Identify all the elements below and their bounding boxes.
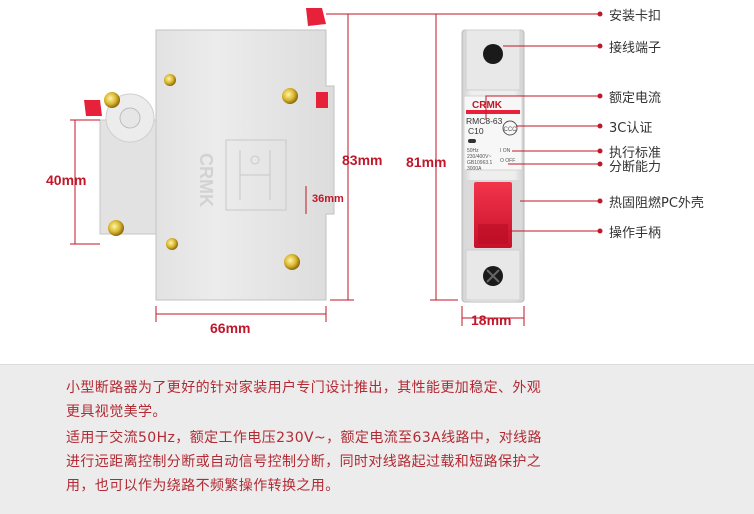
dim-height-total: 83mm (342, 152, 383, 168)
terminal-screw-top-icon (483, 44, 503, 64)
ccc-cert-icon (502, 120, 518, 136)
side-clip-right-icon (316, 92, 328, 108)
dim-depth-step: 36mm (312, 193, 344, 205)
dim-width-front: 18mm (471, 312, 512, 328)
svg-text:CCC: CCC (504, 127, 518, 133)
description-line: 小型断路器为了更好的针对家装用户专门设计推出，其性能更加稳定、外观 (66, 380, 542, 396)
spec-line-3: GB10963.1 (467, 160, 493, 166)
breaker-illustration: CRMK CRMK RMC8-63 C10 CCC 50Hz 230/400V~ (70, 8, 603, 326)
callout-leaders (326, 11, 603, 234)
front-view: CRMK RMC8-63 C10 CCC 50Hz 230/400V~ GB10… (461, 29, 525, 303)
description-panel: 小型断路器为了更好的针对家装用户专门设计推出，其性能更加稳定、外观 更具视觉美学… (0, 364, 754, 514)
side-view: CRMK (84, 8, 335, 301)
front-brand-logo: CRMK (472, 100, 503, 111)
indicator-window-icon (468, 139, 476, 143)
callout-standard: 执行标准 (609, 146, 662, 161)
spec-line-2: 230/400V~ (467, 154, 491, 160)
callout-breaking-capacity: 分断能力 (609, 160, 662, 175)
callout-mounting-clip: 安装卡扣 (609, 9, 662, 24)
spec-line-1: 50Hz (467, 148, 479, 154)
callout-rated-current: 额定电流 (609, 91, 662, 106)
description-line: 更具视觉美学。 (66, 404, 167, 420)
embossed-circuit-icon (225, 139, 287, 211)
dim-height-body: 40mm (46, 172, 87, 188)
rivet-icon (108, 220, 124, 236)
side-clip-left-icon (84, 100, 102, 116)
dim-width-side: 66mm (210, 320, 251, 336)
on-label: I ON (500, 148, 511, 154)
top-mounting-clip-icon (306, 8, 326, 26)
callout-pc-housing: 热固阻燃PC外壳 (609, 196, 704, 211)
rivet-icon (282, 88, 298, 104)
rivet-icon (104, 92, 120, 108)
description-line: 用，也可以作为绕路不频繁操作转换之用。 (66, 478, 340, 494)
description-line: 进行远距离控制分断或自动信号控制分断，同时对线路起过载和短路保护之 (66, 454, 542, 470)
off-label: O OFF (500, 158, 515, 164)
model-label: RMC8-63 (466, 116, 503, 126)
callout-operating-handle: 操作手柄 (609, 226, 662, 241)
side-brand-embossing: CRMK (196, 153, 216, 207)
callout-3c-certification: 3C认证 (609, 121, 653, 136)
description-line: 适用于交流50Hz，额定工作电压230V~，额定电流至63A线路中，对线路 (66, 430, 542, 446)
rivet-icon (166, 238, 178, 250)
rating-label: C10 (468, 126, 484, 136)
rivet-icon (284, 254, 300, 270)
callout-wiring-terminal: 接线端子 (609, 41, 662, 56)
rivet-icon (164, 74, 176, 86)
dim-height-front: 81mm (406, 154, 447, 170)
spec-line-4: 3000A (467, 166, 482, 172)
